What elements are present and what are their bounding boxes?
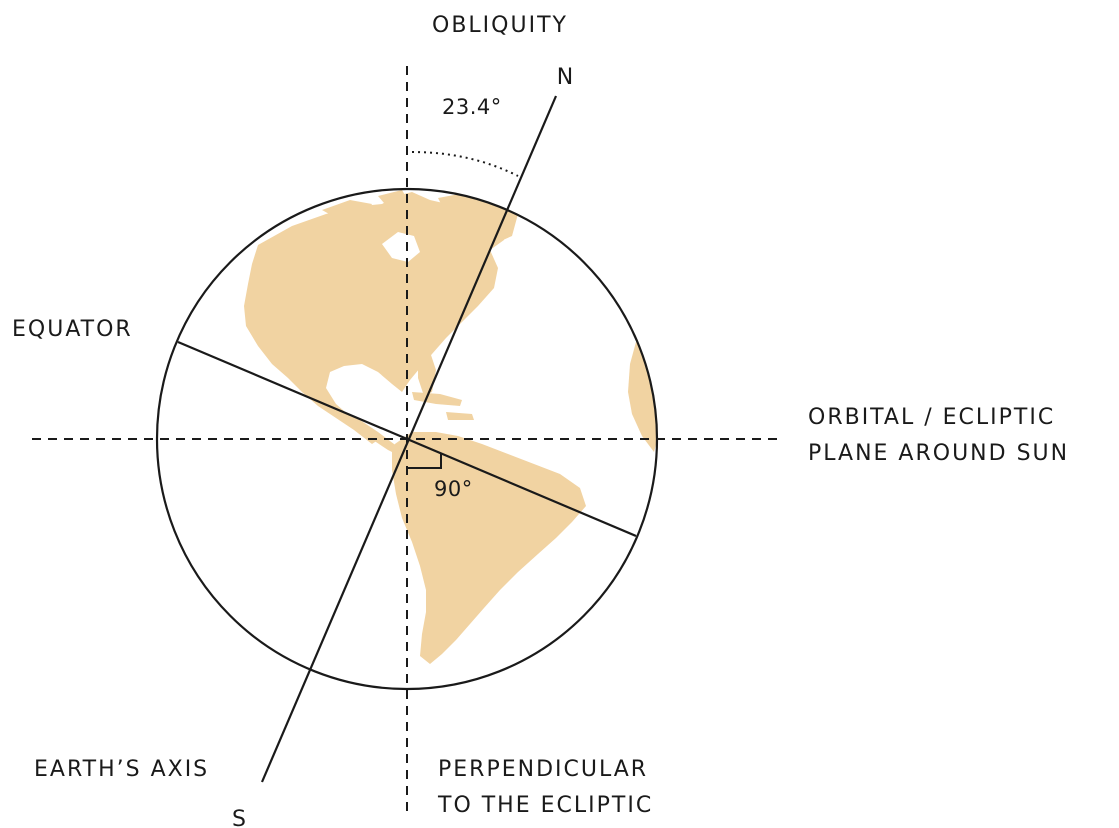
central-america-landmass: [338, 410, 400, 456]
perpendicular-label-line2: TO THE ECLIPTIC: [437, 793, 653, 818]
orbital-plane-label-line2: PLANE AROUND SUN: [808, 441, 1069, 466]
perpendicular-label-line1: PERPENDICULAR: [438, 757, 648, 782]
right-angle-marker: [407, 454, 442, 469]
caribbean-islands: [412, 392, 474, 420]
equator-label: EQUATOR: [12, 317, 133, 342]
hudson-bay-water: [382, 232, 420, 262]
south-america-landmass: [392, 432, 586, 664]
continents: [244, 190, 657, 664]
north-america-landmass: [244, 192, 508, 444]
obliquity-angle-label: 23.4°: [442, 95, 502, 119]
south-pole-label: S: [232, 807, 248, 828]
right-angle-label: 90°: [434, 477, 473, 501]
arctic-islands: [322, 190, 410, 220]
north-pole-label: N: [557, 65, 575, 90]
obliquity-label: OBLIQUITY: [432, 13, 568, 38]
florida-landmass: [418, 352, 436, 396]
orbital-plane-label-line1: ORBITAL / ECLIPTIC: [808, 405, 1055, 430]
equator-line: [177, 340, 637, 538]
earths-axis-label: EARTH’S AXIS: [34, 757, 209, 782]
obliquity-arc: [411, 151, 519, 177]
